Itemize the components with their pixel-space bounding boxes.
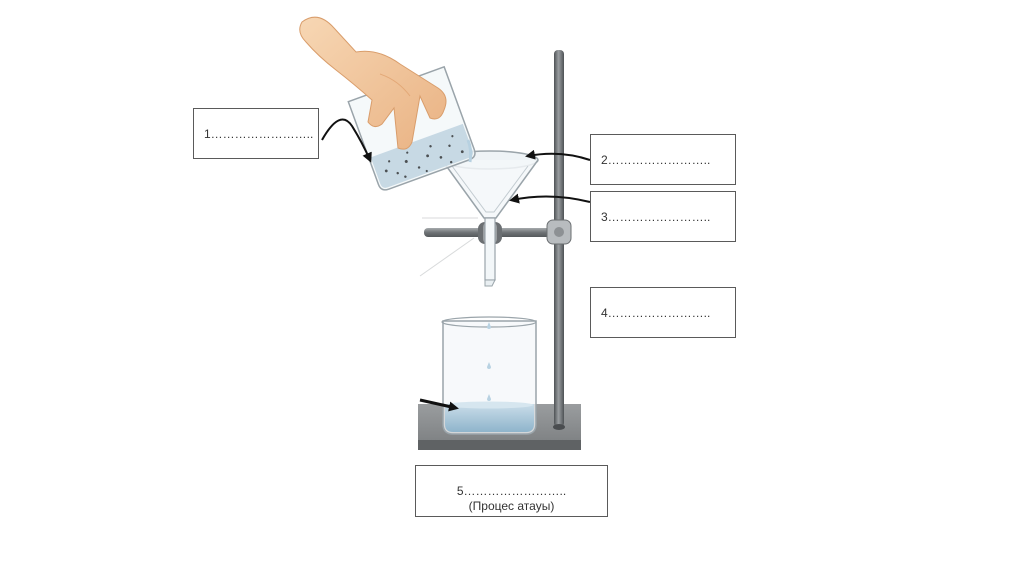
pouring-stream [466, 139, 473, 163]
gloved-hand [299, 16, 447, 150]
label-1-text: 1…………………….. [204, 126, 314, 141]
label-box-3: 3…………………….. [590, 191, 736, 242]
pointer-arrows [321, 118, 591, 412]
process-name-caption: (Процес атауы) [468, 499, 555, 513]
label-2-text: 2…………………….. [601, 152, 711, 167]
arrow-3 [509, 193, 591, 204]
label-box-2: 2…………………….. [590, 134, 736, 185]
collecting-beaker [441, 316, 537, 435]
arrow-1 [321, 118, 372, 163]
arrow-filtrate [419, 398, 459, 412]
clamp-bar [424, 219, 572, 245]
label-4-text: 4…………………….. [601, 305, 711, 320]
label-box-4: 4…………………….. [590, 287, 736, 338]
label-3-text: 3…………………….. [601, 209, 711, 224]
label-box-5: 5…………………….. (Процес атауы) [415, 465, 608, 517]
support-line-diagonal [419, 237, 475, 277]
arrow-2 [525, 149, 591, 161]
label-5-text: 5…………………….. [456, 484, 567, 498]
label-box-1: 1…………………….. [193, 108, 319, 159]
